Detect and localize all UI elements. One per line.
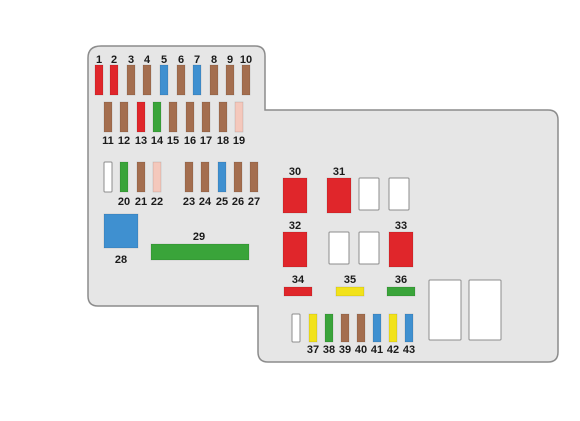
- fuse-39: [340, 313, 350, 343]
- empty-slot-large-2: [468, 279, 502, 341]
- fuse-40: [356, 313, 366, 343]
- empty-slot-small-1: [103, 161, 113, 193]
- fuse-22: [152, 161, 162, 193]
- fuse-label-34: 34: [292, 274, 305, 286]
- fuse-2: [109, 64, 119, 96]
- fuse-10: [241, 64, 251, 96]
- fuse-1: [94, 64, 104, 96]
- fuse-5: [159, 64, 169, 96]
- fuse-label-40: 40: [355, 344, 367, 356]
- fuse-label-26: 26: [232, 196, 244, 208]
- fuse-label-38: 38: [323, 344, 335, 356]
- fuse-label-35: 35: [344, 274, 356, 286]
- fuse-28: [103, 213, 139, 249]
- fuse-8: [209, 64, 219, 96]
- fuse-7: [192, 64, 202, 96]
- fuse-25: [217, 161, 227, 193]
- fuse-label-8: 8: [211, 54, 217, 66]
- fuse-label-30: 30: [289, 166, 301, 178]
- fuse-12: [119, 101, 129, 133]
- fuse-label-15: 15: [167, 135, 179, 147]
- fuse-41: [372, 313, 382, 343]
- fuse-label-6: 6: [178, 54, 184, 66]
- fuse-label-29: 29: [193, 231, 205, 243]
- fuse-label-31: 31: [333, 166, 345, 178]
- fuse-35: [335, 286, 365, 297]
- fuse-label-39: 39: [339, 344, 351, 356]
- fuse-label-28: 28: [115, 254, 127, 266]
- fuse-label-22: 22: [151, 196, 163, 208]
- fuse-11: [103, 101, 113, 133]
- fuse-label-5: 5: [161, 54, 167, 66]
- fuse-label-7: 7: [194, 54, 200, 66]
- fuse-19: [234, 101, 244, 133]
- fuse-33: [388, 231, 414, 268]
- empty-slot-relay-1: [358, 177, 380, 211]
- fuse-label-11: 11: [102, 135, 114, 147]
- fuse-31: [326, 177, 352, 214]
- fuse-3: [126, 64, 136, 96]
- fuse-label-18: 18: [217, 135, 229, 147]
- empty-slot-relay-3: [328, 231, 350, 265]
- fuse-label-10: 10: [240, 54, 252, 66]
- empty-slot-large-1: [428, 279, 462, 341]
- fuse-29: [150, 243, 250, 261]
- fuse-label-21: 21: [135, 196, 147, 208]
- fuse-label-24: 24: [199, 196, 212, 208]
- fuse-23: [184, 161, 194, 193]
- fuse-4: [142, 64, 152, 96]
- fuse-14: [152, 101, 162, 133]
- fuse-17: [201, 101, 211, 133]
- fuse-label-9: 9: [227, 54, 233, 66]
- fuse-label-13: 13: [135, 135, 147, 147]
- fuse-38: [324, 313, 334, 343]
- fuse-13: [136, 101, 146, 133]
- fuse-16: [185, 101, 195, 133]
- fuse-34: [283, 286, 313, 297]
- fuse-26: [233, 161, 243, 193]
- fuse-label-23: 23: [183, 196, 195, 208]
- fuse-30: [282, 177, 308, 214]
- fuse-27: [249, 161, 259, 193]
- fuse-label-20: 20: [118, 196, 130, 208]
- empty-slot-relay-4: [358, 231, 380, 265]
- fuse-15: [168, 101, 178, 133]
- fuse-label-3: 3: [128, 54, 134, 66]
- fuse-36: [386, 286, 416, 297]
- fuse-label-43: 43: [403, 344, 415, 356]
- fuse-label-19: 19: [233, 135, 245, 147]
- fuse-21: [136, 161, 146, 193]
- fuse-32: [282, 231, 308, 268]
- fuse-label-42: 42: [387, 344, 399, 356]
- fuse-label-33: 33: [395, 220, 407, 232]
- fuse-label-41: 41: [371, 344, 383, 356]
- fuse-label-17: 17: [200, 135, 212, 147]
- fuse-label-14: 14: [151, 135, 164, 147]
- fuse-24: [200, 161, 210, 193]
- fuse-label-25: 25: [216, 196, 228, 208]
- fuse-18: [218, 101, 228, 133]
- fuse-42: [388, 313, 398, 343]
- fuse-9: [225, 64, 235, 96]
- fuse-label-37: 37: [307, 344, 319, 356]
- fuse-label-2: 2: [111, 54, 117, 66]
- empty-slot-small-2: [291, 313, 301, 343]
- fuse-label-1: 1: [96, 54, 102, 66]
- fuse-label-27: 27: [248, 196, 260, 208]
- fuse-label-36: 36: [395, 274, 407, 286]
- empty-fuse-slots: [103, 161, 502, 343]
- fuse-6: [176, 64, 186, 96]
- empty-slot-relay-2: [388, 177, 410, 211]
- fuse-label-12: 12: [118, 135, 130, 147]
- fuse-43: [404, 313, 414, 343]
- fuse-37: [308, 313, 318, 343]
- fuse-label-32: 32: [289, 220, 301, 232]
- fuse-20: [119, 161, 129, 193]
- fuse-label-16: 16: [184, 135, 196, 147]
- fuse-label-4: 4: [144, 54, 151, 66]
